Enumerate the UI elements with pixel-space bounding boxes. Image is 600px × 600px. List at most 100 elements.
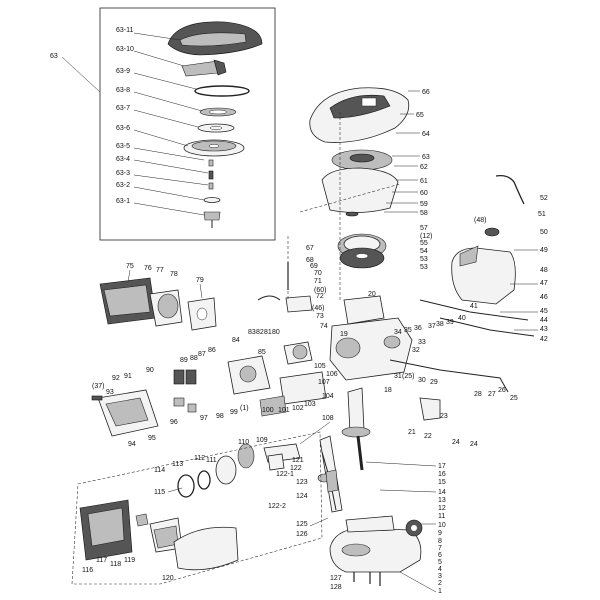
label-69: 69 [310,263,318,270]
label-41: 41 [470,303,478,310]
label-50: 50 [540,229,548,236]
recoil-starter-inset: 63 63-11 [50,7,276,241]
label-122: 122 [290,465,302,472]
label-12p: (12) [420,233,432,240]
label-82: 82 [256,329,264,336]
label-12: 12 [438,505,446,512]
label-5: 5 [438,559,442,566]
label-43: 43 [540,326,548,333]
label-10: 10 [438,522,446,529]
label-86: 86 [208,347,216,354]
label-33: 33 [418,339,426,346]
label-29: 29 [430,379,438,386]
label-13: 13 [438,497,446,504]
label-70: 70 [314,270,322,277]
label-1: 1 [438,588,442,595]
label-73: 73 [316,313,324,320]
label-2: 2 [438,580,442,587]
label-6: 6 [438,552,442,559]
label-48: 48 [540,267,548,274]
label-110: 110 [238,439,249,446]
label-80: 80 [272,329,280,336]
label-127: 127 [330,575,342,582]
label-48p: (48) [474,217,486,224]
label-57: 57 [420,225,428,232]
label-51: 51 [538,211,546,218]
label-58: 58 [420,210,428,217]
engine-assembly-drawing [71,87,535,586]
label-63-2: 63-2 [116,182,130,189]
label-120: 120 [162,575,174,582]
label-103: 103 [304,401,316,408]
label-117: 117 [96,557,107,564]
label-63-11: 63-11 [116,27,133,34]
label-90: 90 [146,367,154,374]
label-42: 42 [540,336,548,343]
label-14: 14 [438,489,446,496]
label-7: 7 [438,545,442,552]
label-63: 63 [422,154,430,161]
label-49: 49 [540,247,548,254]
label-20: 20 [368,291,376,298]
label-37: 37 [428,323,436,330]
label-34: 34 [394,329,402,336]
label-16: 16 [438,471,446,478]
label-63-1: 63-1 [116,198,130,205]
label-72: 72 [316,293,324,300]
label-93: 93 [106,389,114,396]
label-24b: 24 [470,441,478,448]
label-75: 75 [126,263,134,270]
label-119: 119 [124,557,135,564]
label-71: 71 [314,278,322,285]
label-91: 91 [124,373,132,380]
label-63-9: 63-9 [116,68,130,75]
label-112: 112 [194,455,205,462]
label-124: 124 [296,493,308,500]
label-96: 96 [170,419,178,426]
label-39: 39 [446,319,454,326]
label-89: 89 [180,357,188,364]
label-109: 109 [256,437,268,444]
label-84: 84 [232,337,240,344]
label-23: 23 [440,413,448,420]
part-labels: 66 65 64 63 62 61 60 59 58 57 55 54 53 5… [82,89,548,595]
label-74: 74 [320,323,328,330]
label-59: 59 [420,201,428,208]
label-97: 97 [200,415,208,422]
label-63-5: 63-5 [116,143,130,150]
label-1p: (1) [240,405,249,412]
label-92: 92 [112,375,120,382]
label-78: 78 [170,271,178,278]
label-85: 85 [258,349,266,356]
label-113: 113 [172,461,183,468]
label-17: 17 [438,463,446,470]
label-38: 38 [436,321,444,328]
label-87: 87 [198,351,206,358]
label-37p: (37) [92,383,104,390]
label-45: 45 [540,308,548,315]
label-40: 40 [458,315,466,322]
label-63-7: 63-7 [116,105,130,112]
label-123: 123 [296,479,308,486]
label-122-1: 122-1 [276,471,294,478]
label-26: 26 [498,387,506,394]
label-66: 66 [422,89,430,96]
label-25: 25 [510,395,518,402]
label-32: 32 [412,347,420,354]
label-25p: (25) [402,373,414,380]
label-65: 65 [416,112,424,119]
label-63-10: 63-10 [116,46,134,53]
label-76: 76 [144,265,152,272]
label-63-6: 63-6 [116,125,130,132]
label-21: 21 [408,429,416,436]
label-102: 102 [292,405,304,412]
label-52: 52 [540,195,548,202]
label-24: 24 [452,439,460,446]
label-105: 105 [314,363,326,370]
callout-63: 63 [50,53,58,60]
label-115: 115 [154,489,165,496]
label-19: 19 [340,331,348,338]
label-11: 11 [438,513,445,520]
label-3: 3 [438,573,442,580]
